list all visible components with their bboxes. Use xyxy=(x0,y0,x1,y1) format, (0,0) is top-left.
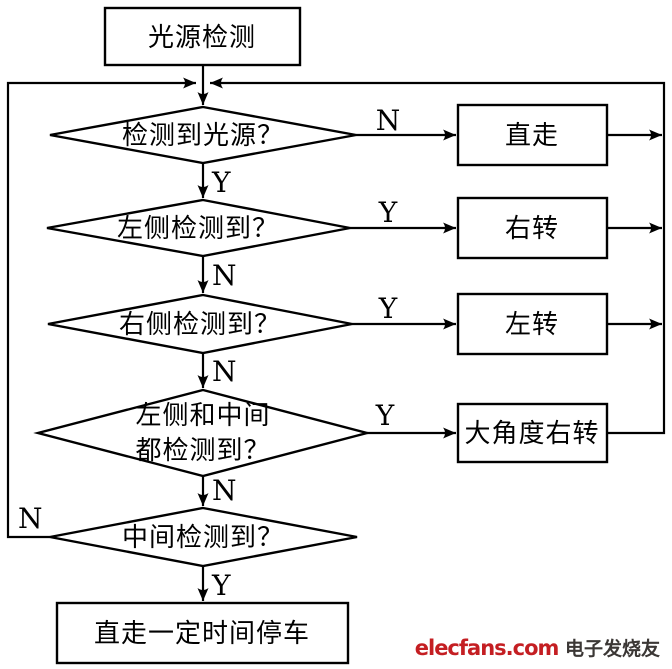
start-node-box xyxy=(103,6,302,67)
edge-feedback-right-rail xyxy=(210,77,666,435)
watermark-suffix-text: 电子发烧友 xyxy=(558,638,660,660)
action-turn-left-label: 左转 xyxy=(505,310,559,340)
edge-group xyxy=(6,65,666,601)
action-turn-right-box xyxy=(456,196,609,260)
decision-left-and-middle-label-line2: 都检测到？ xyxy=(135,436,270,466)
action-sharp-turn-right-box xyxy=(456,402,609,464)
end-node-label: 直走一定时间停车 xyxy=(94,619,310,649)
action-go-straight-box xyxy=(456,103,609,167)
action-sharp-turn-right-label: 大角度右转 xyxy=(464,419,599,449)
decision-left-and-middle-diamond xyxy=(33,388,372,478)
branch-right-detected-no: N xyxy=(212,355,237,388)
decision-left-and-middle-label-line1: 左侧和中间 xyxy=(135,401,270,431)
decision-right-detected-label: 右侧检测到？ xyxy=(119,310,281,340)
decision-left-detected-diamond xyxy=(46,198,351,258)
decision-middle-detected-diamond xyxy=(49,506,358,568)
start-node-label: 光源检测 xyxy=(148,23,256,53)
end-node-box xyxy=(55,601,350,665)
watermark: elecfans.com 电子发烧友 xyxy=(415,634,660,661)
decision-right-detected-diamond xyxy=(47,293,353,355)
branch-left-detected-no: N xyxy=(212,259,237,292)
watermark-brand-logo: elecfans.com xyxy=(414,636,560,660)
branch-middle-detected-yes: Y xyxy=(211,569,231,602)
branch-detect-light-yes: Y xyxy=(211,166,231,199)
branch-right-detected-yes: Y xyxy=(378,292,398,325)
node-label-group: 光源检测 检测到光源？ 左侧检测到？ 右侧检测到？ 左侧和中间 都检测到？ 中间… xyxy=(94,23,599,649)
branch-left-and-middle-no: N xyxy=(212,474,237,507)
decision-left-detected-label: 左侧检测到？ xyxy=(117,214,279,244)
node-group xyxy=(33,6,609,665)
action-turn-right-label: 右转 xyxy=(505,214,559,244)
branch-left-and-middle-yes: Y xyxy=(375,399,395,432)
branch-middle-detected-no: N xyxy=(18,502,43,535)
decision-detect-light-label: 检测到光源？ xyxy=(122,121,284,151)
decision-middle-detected-label: 中间检测到？ xyxy=(122,523,284,553)
edge-feedback-left-rail xyxy=(6,77,196,539)
branch-left-detected-yes: Y xyxy=(378,196,398,229)
branch-label-group: N Y Y N Y N Y N N Y xyxy=(18,104,400,602)
action-go-straight-label: 直走 xyxy=(505,121,559,151)
action-turn-left-box xyxy=(456,292,609,356)
decision-detect-light-diamond xyxy=(49,105,357,165)
branch-detect-light-no: N xyxy=(376,104,401,137)
